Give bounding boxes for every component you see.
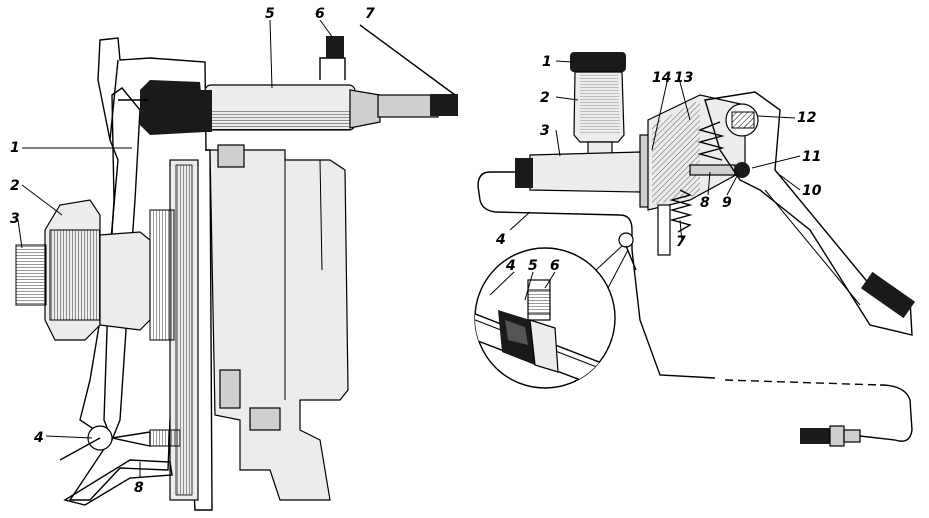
master-cylinder bbox=[515, 134, 653, 208]
release-bearing bbox=[15, 199, 175, 341]
callout-detail-5: 5 bbox=[528, 258, 538, 274]
callout-left-2: 2 bbox=[10, 178, 20, 194]
callout-right-3: 3 bbox=[540, 123, 550, 139]
callout-left-3: 3 bbox=[10, 211, 20, 227]
pedal-assembly bbox=[477, 52, 916, 447]
clutch-housing-assembly bbox=[15, 24, 458, 511]
callout-right-10: 10 bbox=[802, 183, 822, 199]
callout-right-12: 12 bbox=[797, 110, 816, 126]
callout-left-5: 5 bbox=[265, 6, 275, 22]
callout-right-4: 4 bbox=[495, 232, 506, 248]
callout-right-8: 8 bbox=[700, 195, 710, 211]
callout-left-1: 1 bbox=[10, 140, 20, 156]
callout-right-2: 2 bbox=[540, 90, 550, 106]
callout-right-13: 13 bbox=[674, 70, 693, 86]
callout-left-7: 7 bbox=[365, 6, 375, 22]
callout-right-7: 7 bbox=[676, 234, 686, 250]
slave-cylinder bbox=[118, 24, 458, 135]
callout-left-8: 8 bbox=[134, 480, 144, 496]
callout-left-6: 6 bbox=[315, 6, 325, 22]
callout-right-9: 9 bbox=[722, 195, 732, 211]
callout-right-1: 1 bbox=[542, 54, 552, 70]
detail-magnifier bbox=[474, 245, 629, 389]
master-cylinder-reservoir bbox=[570, 52, 626, 166]
callout-right-11: 11 bbox=[802, 149, 821, 165]
callout-detail-4: 4 bbox=[505, 258, 516, 274]
callout-detail-6: 6 bbox=[550, 258, 560, 274]
callout-left-4: 4 bbox=[33, 430, 44, 446]
callout-right-14: 14 bbox=[652, 70, 671, 86]
